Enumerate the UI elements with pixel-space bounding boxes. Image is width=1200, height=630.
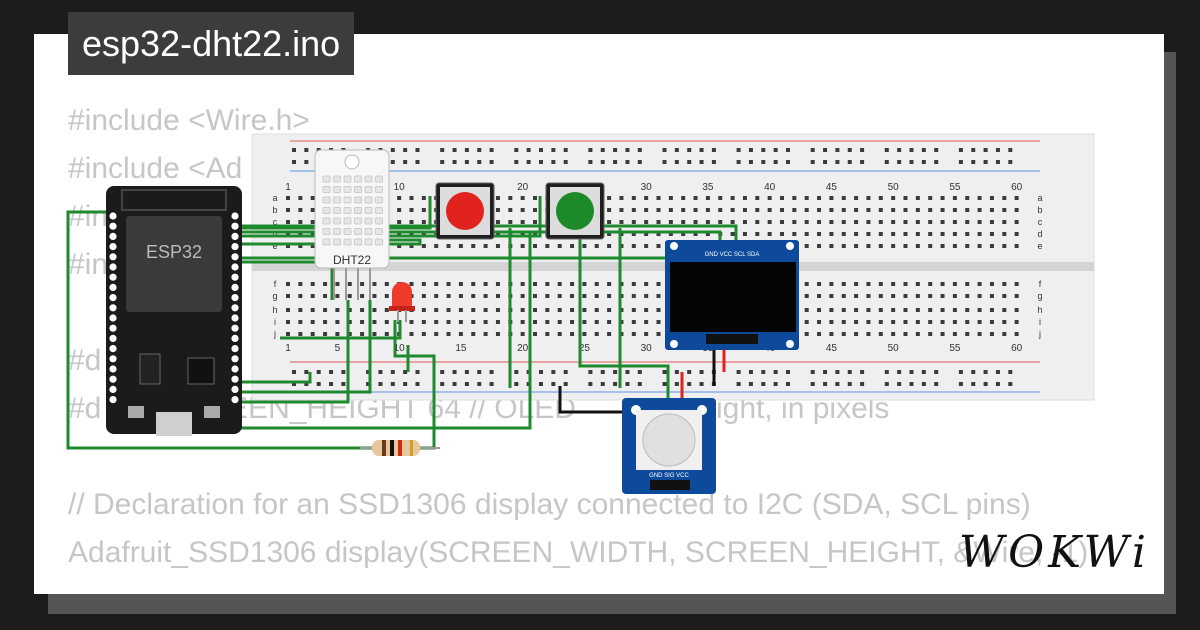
esp32-board: ESP32 bbox=[106, 186, 242, 436]
column-number: 1 bbox=[285, 182, 291, 193]
row-letter: j bbox=[1038, 329, 1041, 339]
code-line: #in bbox=[68, 248, 109, 281]
dht22-sensor: DHT22 bbox=[314, 149, 390, 300]
row-letter: a bbox=[272, 193, 277, 203]
red-led bbox=[389, 282, 415, 322]
row-letter: h bbox=[1037, 305, 1042, 315]
row-letter: f bbox=[1039, 279, 1042, 289]
dht22-label: DHT22 bbox=[333, 253, 371, 267]
oled-pin-labels: GND VCC SCL SDA bbox=[705, 252, 760, 258]
esp32-label: ESP32 bbox=[146, 242, 202, 262]
column-number: 25 bbox=[579, 343, 591, 354]
row-letter: e bbox=[272, 241, 277, 251]
row-letter: b bbox=[1037, 205, 1042, 215]
code-line: // Declaration for an SSD1306 display co… bbox=[68, 488, 1031, 521]
row-letter: f bbox=[274, 279, 277, 289]
resistor bbox=[360, 440, 440, 456]
row-letter: j bbox=[273, 329, 276, 339]
column-number: 1 bbox=[285, 343, 291, 354]
column-number: 15 bbox=[455, 343, 467, 354]
column-number: 55 bbox=[949, 343, 961, 354]
esp32-pins bbox=[109, 212, 239, 404]
row-letter: g bbox=[272, 291, 277, 301]
row-letter: c bbox=[273, 217, 278, 227]
code-line: #include <Wire.h> bbox=[68, 104, 310, 137]
sketch-title: esp32-dht22.ino bbox=[68, 12, 355, 75]
oled-display: GND VCC SCL SDA bbox=[665, 240, 799, 350]
red-pushbutton[interactable] bbox=[435, 182, 495, 240]
row-letter: d bbox=[1037, 229, 1042, 239]
column-number: 55 bbox=[949, 182, 961, 193]
green-pushbutton[interactable] bbox=[545, 182, 605, 240]
row-letter: d bbox=[272, 229, 277, 239]
row-letter: b bbox=[272, 205, 277, 215]
column-number: 60 bbox=[1011, 182, 1023, 193]
code-line: Adafruit_SSD1306 display(SCREEN_WIDTH, S… bbox=[68, 536, 1097, 569]
column-number: 5 bbox=[335, 343, 341, 354]
column-number: 20 bbox=[517, 182, 529, 193]
column-number: 30 bbox=[641, 343, 653, 354]
column-number: 45 bbox=[826, 343, 838, 354]
potentiometer: GND SIG VCC bbox=[622, 398, 716, 494]
row-letter: h bbox=[272, 305, 277, 315]
column-number: 45 bbox=[826, 182, 838, 193]
column-number: 40 bbox=[764, 182, 776, 193]
column-number: 50 bbox=[888, 343, 900, 354]
row-letter: c bbox=[1038, 217, 1043, 227]
pot-pin-labels: GND SIG VCC bbox=[649, 473, 689, 479]
code-line: #include <Ad bbox=[68, 152, 243, 185]
code-line: #in bbox=[68, 200, 109, 233]
column-number: 35 bbox=[702, 182, 714, 193]
column-number: 10 bbox=[394, 182, 406, 193]
row-letter: g bbox=[1037, 291, 1042, 301]
column-number: 20 bbox=[517, 343, 529, 354]
column-number: 50 bbox=[888, 182, 900, 193]
code-line: #d bbox=[68, 344, 102, 377]
row-letter: i bbox=[1039, 317, 1041, 327]
row-letter: e bbox=[1037, 241, 1042, 251]
row-letter: a bbox=[1037, 193, 1042, 203]
wokwi-logo: WOKWi bbox=[958, 527, 1150, 578]
column-number: 10 bbox=[394, 343, 406, 354]
column-number: 30 bbox=[641, 182, 653, 193]
row-letter: i bbox=[274, 317, 276, 327]
column-number: 60 bbox=[1011, 343, 1023, 354]
